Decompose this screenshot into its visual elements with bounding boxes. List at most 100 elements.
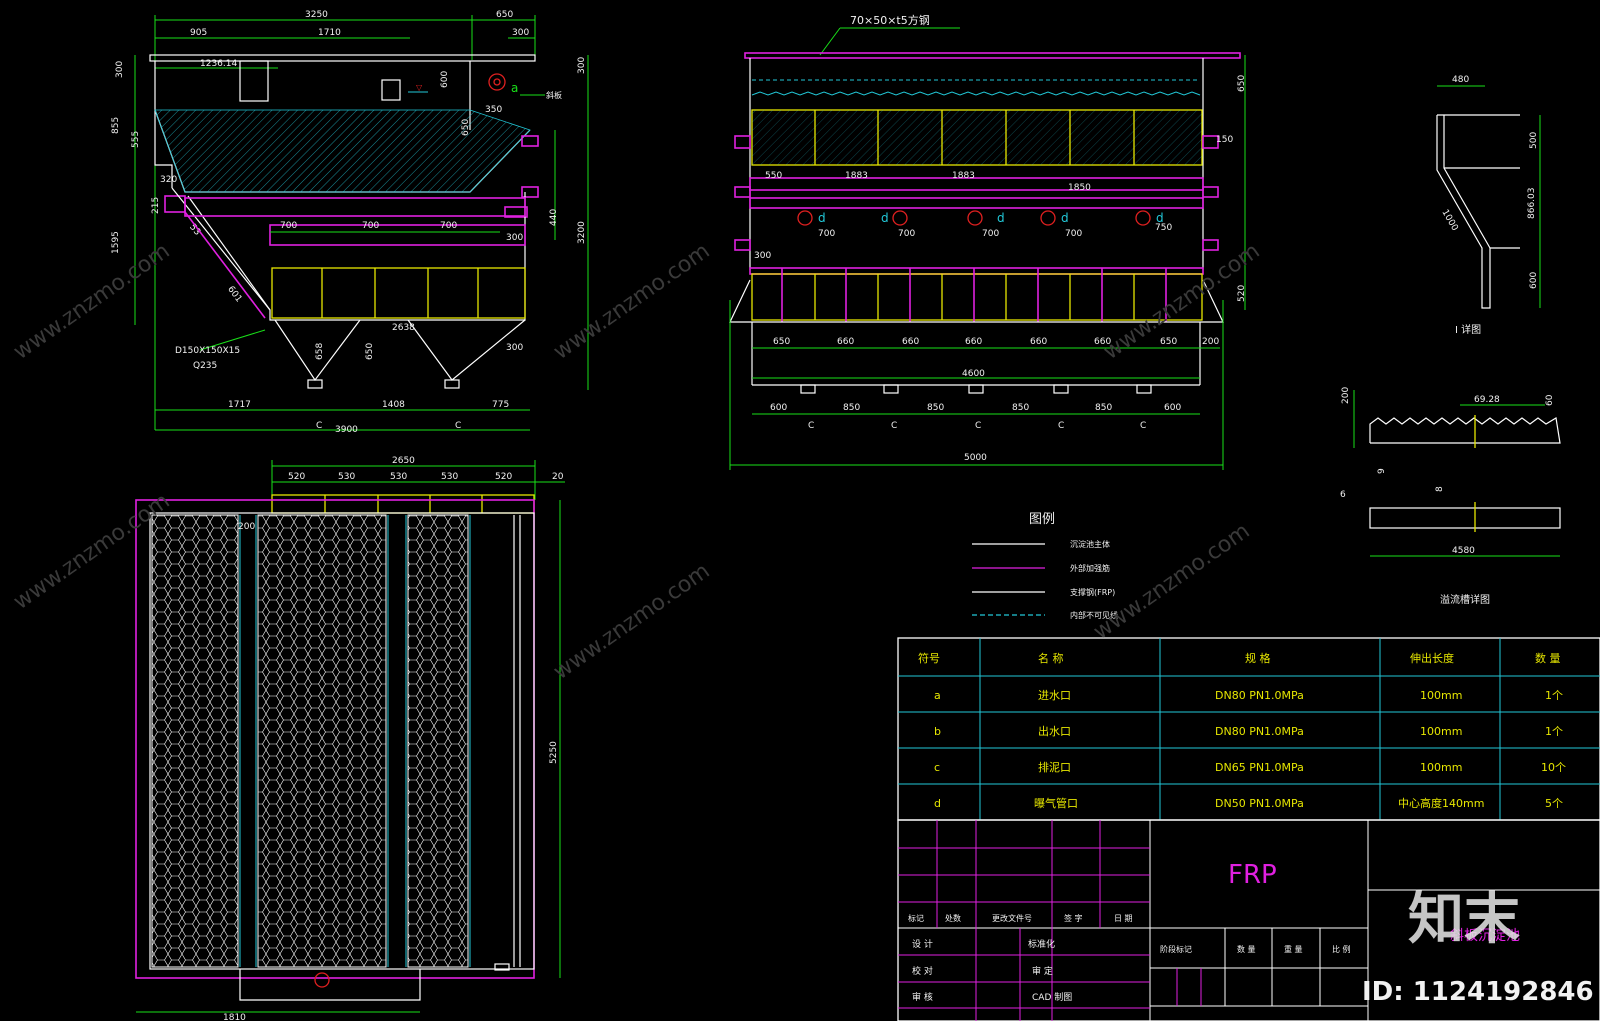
sign-cad: CAD 制图 (1032, 991, 1072, 1003)
dim-inner-658: 658 (315, 343, 325, 360)
front-dim-700b: 700 (898, 229, 915, 239)
table-row: a 进水口 DN80 PN1.0MPa 100mm 1个 (934, 689, 1563, 702)
cell-spec: DN50 PN1.0MPa (1215, 797, 1304, 810)
dim-bottom-775: 775 (492, 400, 509, 410)
front-dim-4600: 4600 (962, 369, 985, 379)
dim-bottom-1408: 1408 (382, 400, 405, 410)
port-d-3: d (997, 211, 1005, 225)
dim-right-300c: 300 (506, 343, 523, 353)
cell-length: 100mm (1420, 761, 1462, 774)
stage-h-scale: 比 例 (1332, 944, 1351, 954)
detail-dim-866: 866.03 (1527, 188, 1537, 220)
plan-dim-520a: 520 (288, 472, 305, 482)
support-dim-4: 850 (1012, 403, 1029, 413)
cell-spec: DN80 PN1.0MPa (1215, 689, 1304, 702)
dim-inner-650: 650 (365, 343, 375, 360)
stage-h-weight: 重 量 (1284, 944, 1303, 954)
sign-standard: 标准化 (1028, 938, 1055, 950)
watermark-site-1: www.znzmo.com (9, 239, 174, 365)
weir-dim-200: 200 (1341, 387, 1351, 404)
inlet-label: a (511, 81, 518, 95)
port-d-1: d (818, 211, 826, 225)
plan-dim-1810: 1810 (223, 1013, 246, 1021)
material-label: FRP (1228, 860, 1277, 890)
dim-inner-601: 601 (225, 285, 243, 305)
dim-300: 300 (512, 28, 529, 38)
legend-label-stiffener: 外部加强筋 (1070, 563, 1110, 573)
dim-1236: 1236.14 (200, 59, 237, 69)
detail-i-caption: I 详图 (1455, 323, 1481, 336)
weir-detail: 200 69.28 60 9 8 6 4580 溢流槽详图 (1340, 387, 1561, 606)
bay-dim-7: 650 (1160, 337, 1177, 347)
plan-view: 2650 520 530 530 530 520 20 200 5250 1 (135, 456, 565, 1021)
watermark-site-2: www.znzmo.com (549, 239, 714, 365)
table-row: c 排泥口 DN65 PN1.0MPa 100mm 10个 (934, 760, 1566, 774)
detail-i: 480 500 866.03 600 1000 I 详图 (1436, 75, 1541, 336)
watermark-site-5: www.znzmo.com (549, 559, 714, 685)
drawing-name: 斜板沉淀池 (1450, 928, 1520, 944)
front-feet (800, 384, 1152, 394)
cell-length: 100mm (1420, 689, 1462, 702)
sign-review: 审 核 (912, 991, 933, 1003)
steel-grade: Q235 (193, 361, 217, 371)
steel-note: D150X150X15 (175, 346, 240, 356)
dim-3250: 3250 (305, 10, 328, 20)
dim-left-1595: 1595 (111, 231, 121, 254)
cell-symbol: b (934, 725, 941, 738)
th-spec: 规 格 (1245, 651, 1271, 665)
dim-left-215: 215 (151, 197, 161, 214)
cell-name: 出水口 (1038, 724, 1071, 738)
cell-length: 100mm (1420, 725, 1462, 738)
sign-approve: 审 定 (1032, 965, 1053, 977)
support-dim-5: 850 (1095, 403, 1112, 413)
cell-spec: DN65 PN1.0MPa (1215, 761, 1304, 774)
front-section-c1: C (808, 421, 814, 431)
front-dim-5000: 5000 (964, 453, 987, 463)
watermark-site-6: www.znzmo.com (1089, 519, 1254, 645)
cell-qty: 1个 (1545, 725, 1563, 738)
legend-title: 图例 (1029, 512, 1055, 527)
th-symbol: 符号 (918, 652, 940, 665)
watermark-id: ID: 1124192846 (1362, 977, 1594, 1007)
plan-dim-520b: 520 (495, 472, 512, 482)
dim-right-300: 300 (577, 57, 587, 74)
dim-right-600: 600 (440, 71, 450, 88)
front-section-c5: C (1140, 421, 1146, 431)
front-dim-550: 550 (765, 171, 782, 181)
sign-check: 校 对 (912, 965, 933, 977)
front-top-note: 70×50×t5方钢 (850, 13, 930, 27)
legend-label-hidden: 内部不可见线 (1070, 610, 1118, 620)
cell-qty: 5个 (1545, 797, 1563, 810)
port-d-5: d (1156, 211, 1164, 225)
stage-h-phase: 阶段标记 (1160, 944, 1192, 954)
dim-inner-700c: 700 (440, 221, 457, 231)
plate-label: 斜板 (546, 90, 562, 100)
front-dim-750: 750 (1155, 223, 1172, 233)
cell-symbol: c (934, 761, 940, 774)
cell-name: 曝气管口 (1034, 796, 1078, 810)
table-row: d 曝气管口 DN50 PN1.0MPa 中心高度140mm 5个 (934, 796, 1563, 810)
front-dim-700d: 700 (1065, 229, 1082, 239)
port-d-2: d (881, 211, 889, 225)
legend-label-support: 支撑钢(FRP) (1070, 587, 1115, 597)
cell-name: 排泥口 (1038, 760, 1071, 774)
dim-1710: 1710 (318, 28, 341, 38)
detail-dim-600: 600 (1529, 272, 1539, 289)
dim-right-3200: 3200 (577, 221, 587, 244)
outlet-port-plan (314, 972, 330, 988)
cell-name: 进水口 (1038, 689, 1071, 702)
support-dim-2: 850 (843, 403, 860, 413)
side-view: 3250 905 1710 650 300 1236.14 300 855 55… (111, 10, 589, 435)
dim-right-300b: 300 (506, 233, 523, 243)
bay-dim-5: 660 (1030, 337, 1047, 347)
cell-length: 中心高度140mm (1398, 796, 1484, 810)
section-mark-c1: C (316, 421, 322, 431)
dim-inner-700a: 700 (280, 221, 297, 231)
bay-dim-1: 650 (773, 337, 790, 347)
watermark: www.znzmo.com www.znzmo.com www.znzmo.co… (9, 239, 1594, 1007)
th-qty: 数 量 (1535, 652, 1561, 665)
legend: 图例 沉淀池主体 外部加强筋 支撑钢(FRP) 内部不可见线 (972, 512, 1118, 620)
bay-dim-3: 660 (902, 337, 919, 347)
sign-design: 设 计 (912, 938, 933, 950)
